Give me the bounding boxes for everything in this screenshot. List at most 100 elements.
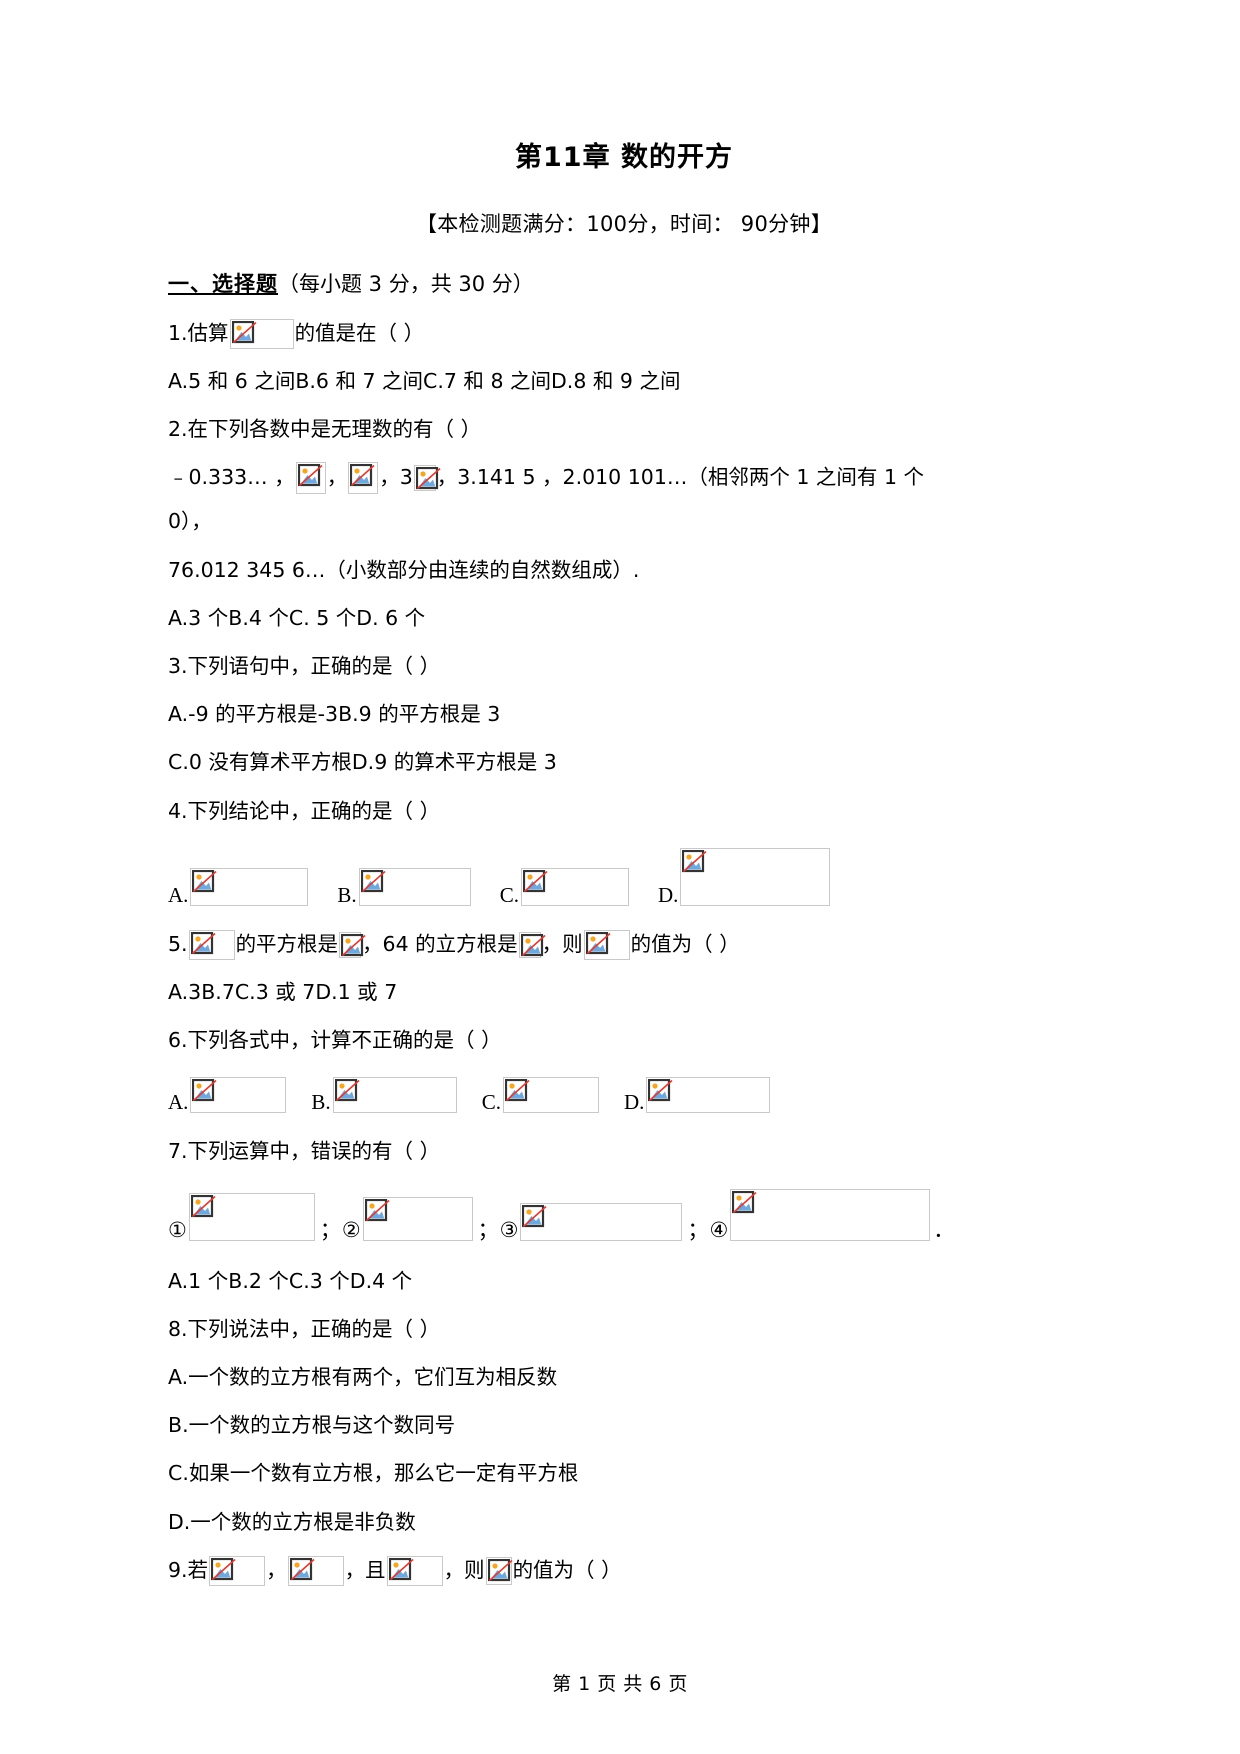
question-2-stem: 2.在下列各数中是无理数的有（ ） bbox=[168, 417, 482, 441]
broken-image-placeholder bbox=[339, 931, 366, 958]
q5-option-a: A.3 bbox=[168, 980, 202, 1005]
q3-option-d: D.9 的算术平方根是 3 bbox=[351, 750, 557, 775]
question-7-options: A.1 个B.2 个C.3 个D.4 个 bbox=[168, 1265, 1080, 1298]
q5-seg-3: ，64 的立方根是 bbox=[362, 931, 518, 956]
q6-label-d: D. bbox=[623, 1090, 645, 1115]
question-1-options: A.5 和 6 之间B.6 和 7 之间C.7 和 8 之间D.8 和 9 之间 bbox=[168, 365, 1080, 398]
question-7-items: ① ； ② ； ③ ； ④ ． bbox=[168, 1188, 1080, 1242]
q3-option-c: C.0 没有算术平方根 bbox=[168, 750, 352, 775]
question-2-list-line-2: 0）， bbox=[168, 509, 212, 534]
q6-option-a: A. bbox=[168, 1077, 287, 1115]
broken-image-icon bbox=[190, 1194, 216, 1217]
broken-image-placeholder bbox=[520, 867, 629, 906]
broken-image-placeholder bbox=[295, 462, 326, 495]
q2-option-c: C. 5 个 bbox=[288, 605, 357, 630]
broken-image-placeholder bbox=[518, 931, 546, 958]
section-label: 一、选择题 bbox=[168, 272, 278, 296]
q5-seg-4: ，则 bbox=[541, 931, 583, 956]
broken-image-placeholder bbox=[190, 1077, 287, 1114]
question-3-options-row-2: C.0 没有算术平方根D.9 的算术平方根是 3 bbox=[168, 746, 1080, 779]
question-6-stem: 6.下列各式中，计算不正确的是（ ） bbox=[168, 1028, 502, 1053]
q4-label-c: C. bbox=[499, 882, 519, 907]
question-2-list-line-3: 76.012 345 6…（小数部分由连续的自然数组成）. bbox=[168, 557, 640, 582]
q7-option-a: A.1 个 bbox=[168, 1268, 229, 1293]
q1-stem-post: 的值是在（ ） bbox=[294, 320, 425, 345]
broken-image-icon bbox=[231, 320, 257, 343]
page-footer: 第 1 页 共 6 页 bbox=[552, 1673, 688, 1695]
q1-option-d: D.8 和 9 之间 bbox=[551, 368, 681, 393]
question-5-options: A.3B.7C.3 或 7D.1 或 7 bbox=[168, 976, 1080, 1009]
q2-list-a: ﹣0.333… ， bbox=[168, 465, 295, 490]
broken-image-placeholder bbox=[209, 1555, 266, 1586]
broken-image-icon bbox=[388, 1557, 414, 1580]
broken-image-placeholder bbox=[190, 867, 309, 906]
q1-option-c: C.7 和 8 之间 bbox=[423, 368, 552, 393]
broken-image-icon bbox=[585, 931, 611, 954]
q7-separator-3: ； bbox=[687, 1217, 709, 1242]
question-4-options: A. B. C. D. bbox=[168, 847, 1080, 907]
broken-image-placeholder bbox=[229, 318, 294, 349]
q7-item-2: ② ； bbox=[341, 1196, 500, 1242]
question-8-option-b: B.一个数的立方根与这个数同号 bbox=[168, 1413, 456, 1438]
question-3-options-row-1: A.-9 的平方根是-3B.9 的平方根是 3 bbox=[168, 698, 1080, 731]
q9-seg-4: ，则 bbox=[443, 1557, 485, 1582]
broken-image-icon bbox=[364, 1198, 390, 1221]
q7-separator-2: ； bbox=[477, 1217, 499, 1242]
q6-label-a: A. bbox=[168, 1090, 189, 1115]
broken-image-placeholder bbox=[188, 929, 235, 960]
q1-stem-pre: 1.估算 bbox=[168, 320, 229, 345]
broken-image-icon bbox=[350, 464, 375, 487]
broken-image-icon bbox=[192, 869, 217, 892]
question-3-stem: 3.下列语句中，正确的是（ ） bbox=[168, 654, 441, 679]
q5-seg-2: 的平方根是 bbox=[235, 931, 339, 956]
q9-seg-1: 9.若 bbox=[168, 1557, 209, 1582]
q2-list-d: ，3.141 5 ，2.010 101…（相邻两个 1 之间有 1 个 bbox=[436, 465, 925, 490]
broken-image-icon bbox=[487, 1558, 513, 1581]
q1-option-b: B.6 和 7 之间 bbox=[295, 368, 424, 393]
page-subtitle: 【本检测题满分：100分，时间： 90分钟】 bbox=[415, 211, 833, 236]
broken-image-placeholder bbox=[583, 929, 630, 960]
q2-option-a: A.3 个 bbox=[168, 605, 229, 630]
broken-image-icon bbox=[732, 1190, 757, 1213]
q7-separator-4: ． bbox=[933, 1217, 955, 1242]
q5-option-d: D.1 或 7 bbox=[315, 980, 398, 1005]
q7-option-b: B.2 个 bbox=[228, 1268, 289, 1293]
broken-image-icon bbox=[334, 1079, 360, 1102]
q9-seg-2: ， bbox=[266, 1557, 287, 1582]
broken-image-icon bbox=[504, 1079, 530, 1102]
broken-image-placeholder bbox=[386, 1555, 443, 1586]
q7-option-c: C.3 个 bbox=[288, 1268, 350, 1293]
q6-label-c: C. bbox=[481, 1090, 501, 1115]
q4-label-a: A. bbox=[168, 882, 189, 907]
broken-image-placeholder bbox=[646, 1077, 771, 1114]
question-5-stem: 5.的平方根是，64 的立方根是，则的值为（ ） bbox=[168, 928, 1080, 961]
broken-image-icon bbox=[648, 1079, 673, 1102]
q2-option-b: B.4 个 bbox=[228, 605, 289, 630]
q3-option-a: A.-9 的平方根是-3 bbox=[168, 702, 339, 727]
broken-image-icon bbox=[520, 933, 546, 956]
q7-label-2: ② bbox=[341, 1217, 361, 1242]
q4-option-c: C. bbox=[499, 867, 630, 907]
q4-option-b: B. bbox=[337, 867, 471, 906]
broken-image-icon bbox=[192, 1079, 217, 1102]
q4-label-d: D. bbox=[657, 882, 679, 907]
broken-image-placeholder bbox=[332, 1077, 457, 1114]
broken-image-icon bbox=[360, 869, 386, 892]
q5-option-b: B.7 bbox=[201, 980, 235, 1005]
q2-list-b: ， bbox=[326, 465, 348, 490]
broken-image-icon bbox=[211, 1557, 236, 1580]
q7-option-d: D.4 个 bbox=[349, 1268, 413, 1293]
question-2-list-line-1: ﹣0.333… ，，，3，3.141 5 ，2.010 101…（相邻两个 1 … bbox=[168, 461, 1080, 495]
question-2-options: A.3 个B.4 个C. 5 个D. 6 个 bbox=[168, 602, 1080, 635]
question-8-option-a: A.一个数的立方根有两个，它们互为相反数 bbox=[168, 1365, 558, 1390]
q1-option-a: A.5 和 6 之间 bbox=[168, 368, 296, 393]
broken-image-placeholder bbox=[287, 1555, 344, 1586]
q9-seg-5: 的值为（ ） bbox=[512, 1557, 622, 1582]
broken-image-placeholder bbox=[358, 867, 471, 906]
broken-image-placeholder bbox=[680, 847, 831, 906]
question-8-option-d: D.一个数的立方根是非负数 bbox=[168, 1509, 416, 1534]
broken-image-placeholder bbox=[188, 1192, 315, 1241]
q6-label-b: B. bbox=[311, 1090, 331, 1115]
q4-option-a: A. bbox=[168, 867, 309, 907]
q7-label-3: ③ bbox=[499, 1217, 519, 1242]
